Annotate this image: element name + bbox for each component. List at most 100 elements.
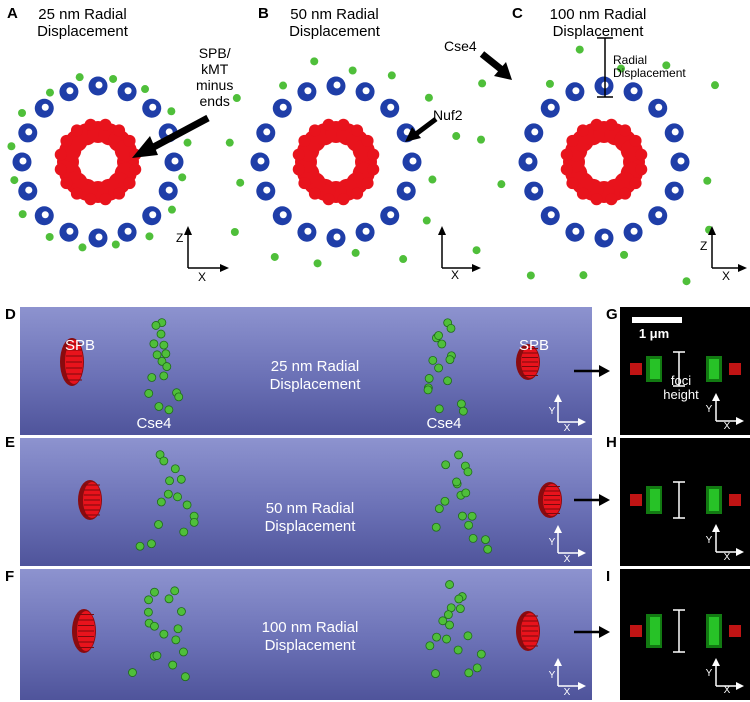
spb-pointer-arrow: [146, 114, 210, 154]
sim-e-axis-y: Y: [548, 537, 556, 548]
nuf2-hole: [362, 87, 370, 95]
spb-blob: [619, 187, 632, 200]
axis-x-head: [736, 417, 744, 425]
axes-c: [708, 226, 747, 272]
nuf2-hole: [149, 211, 157, 219]
axis-z-c: Z: [700, 239, 708, 253]
cse4-sphere: [446, 323, 456, 333]
panel-b-title: 50 nm Radial Displacement: [289, 6, 380, 40]
spb-blob: [84, 118, 97, 131]
panel-c-title: 100 nm Radial Displacement: [549, 6, 647, 40]
panel-c-ring: [472, 45, 720, 286]
spb-pointer-arrowhead: [132, 136, 158, 158]
cse4-right-label: Cse4: [426, 415, 462, 432]
cse4-sphere: [461, 488, 471, 498]
axis-y-head: [712, 524, 720, 532]
nuf2-hole: [95, 233, 103, 241]
cse4-sphere: [149, 339, 159, 349]
spb-blob: [129, 163, 142, 176]
axis-z-a: Z: [176, 231, 184, 245]
cse4-sphere: [434, 404, 444, 414]
panel-label-h: H: [606, 434, 617, 451]
cse4-sphere: [144, 389, 154, 398]
cse4-point: [545, 79, 554, 88]
spb-blob: [337, 118, 350, 131]
spb-hole: [587, 145, 621, 179]
spb-blob: [322, 193, 335, 206]
cse4-sphere: [147, 373, 157, 382]
cse4-sphere: [143, 607, 153, 617]
green-focus: [709, 617, 719, 645]
axis-y-head: [554, 658, 562, 666]
nuf2-hole: [263, 186, 271, 194]
cse4-point: [167, 107, 176, 116]
green-focus: [650, 359, 660, 379]
spb-blob: [576, 124, 589, 137]
fl-g-axis-x: X: [723, 421, 731, 432]
spb-blob: [566, 134, 579, 147]
cse4-sphere: [179, 527, 189, 537]
cse4-point: [18, 210, 27, 219]
spb-blob: [60, 177, 73, 190]
arrow-f-to-i-head: [599, 626, 610, 638]
cse4-point: [236, 178, 245, 187]
cse4-point: [75, 73, 84, 82]
nuf2-hole: [124, 87, 132, 95]
cse4-point: [422, 216, 431, 225]
sim-f-axis-y: Y: [548, 670, 556, 681]
cse4-sphere: [159, 340, 169, 350]
nuf2-hole: [25, 186, 33, 194]
cse4-sphere: [468, 534, 478, 543]
green-focus: [709, 359, 719, 379]
fl-h-axis-y: Y: [705, 535, 713, 546]
cse4-sphere: [423, 385, 433, 395]
cse4-point: [141, 85, 150, 94]
spb-blob: [590, 118, 603, 131]
spb-blob: [619, 124, 632, 137]
red-focus: [630, 363, 642, 375]
sim-d-label: 25 nm Radial Displacement: [269, 358, 361, 393]
panel-label-e: E: [5, 434, 16, 451]
cse4-sphere: [163, 489, 173, 499]
arrow-e-to-h-head: [599, 494, 610, 506]
cse4-sphere: [444, 610, 453, 620]
panel-label-i: I: [606, 568, 611, 585]
spb-blob: [308, 187, 321, 200]
cse4-sphere: [463, 467, 473, 477]
cse4-point: [452, 132, 461, 141]
fl-g-axis-y: Y: [705, 404, 713, 415]
nuf2-hole: [655, 211, 663, 219]
cse4-point: [10, 176, 19, 185]
red-focus: [630, 494, 642, 506]
nuf2-pointer-arrowhead: [405, 127, 421, 142]
spb-blob: [123, 177, 136, 190]
fluorescence-panel-h: Y X: [620, 438, 750, 566]
cse4-pointer-arrowhead: [494, 62, 512, 80]
spb-blob: [635, 148, 648, 161]
cse4-point: [230, 227, 239, 236]
spb-blob: [367, 163, 380, 176]
cse4-sphere: [177, 607, 186, 616]
cse4-sphere: [456, 399, 466, 409]
nuf2-hole: [333, 233, 341, 241]
cse4-sphere: [170, 586, 180, 596]
cse4-point: [424, 93, 433, 102]
nuf2-hole: [257, 157, 265, 165]
axis-y-head: [554, 394, 562, 402]
cse4-sphere: [147, 539, 156, 549]
cse4-annotation: Cse4: [444, 38, 477, 54]
spb-blob: [361, 134, 374, 147]
cse4-sphere: [434, 331, 443, 340]
spb-hole: [81, 145, 115, 179]
cse4-sphere: [165, 476, 174, 486]
spb-blob: [123, 134, 136, 147]
cse4-point: [183, 138, 192, 147]
cse4-sphere: [464, 668, 474, 678]
cse4-point: [399, 255, 408, 264]
simulation-panel-d: 25 nm Radial Displacement SPB SPB Cse4 C…: [20, 307, 592, 435]
cse4-sphere: [458, 511, 467, 521]
axis-y-head: [554, 525, 562, 533]
cse4-sphere: [170, 464, 180, 474]
cse4-point: [7, 142, 16, 151]
spb-blob: [560, 148, 573, 161]
